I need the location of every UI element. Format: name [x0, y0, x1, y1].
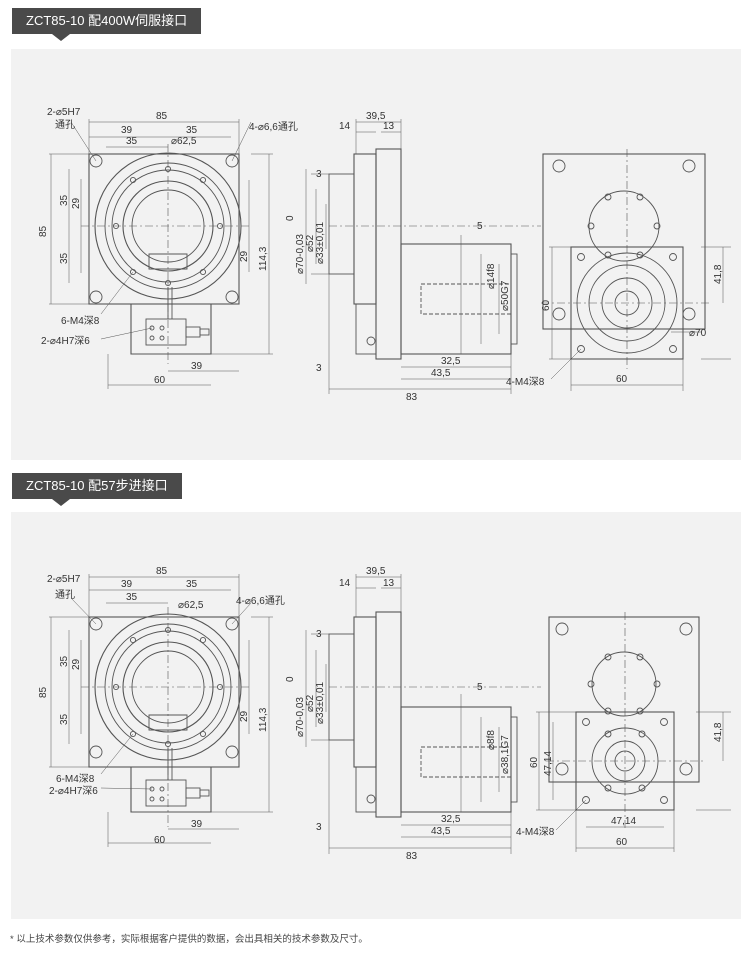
dim-39: 39 — [121, 125, 133, 136]
dim-dia-33: ⌀33±0,01 — [315, 221, 326, 264]
dim-bottom-60-2: 60 — [154, 835, 166, 846]
dim-dia-52: ⌀52 — [305, 234, 316, 252]
dim-pilot-2: ⌀38,1G7 — [500, 735, 511, 774]
dim-41-8: 41,8 — [713, 264, 724, 284]
dim-zero-2: 0 — [285, 676, 296, 682]
dim-height-85-2: 85 — [38, 686, 49, 698]
label-hole-5h7: 2-⌀5H7 — [47, 107, 81, 118]
dim-3-top-2: 3 — [316, 629, 322, 640]
dim-shaft-2: ⌀8f8 — [486, 730, 497, 750]
label-m4-6: 6-M4深8 — [61, 315, 100, 327]
front-view-2 — [49, 574, 273, 847]
dim-29-upper-2: 29 — [71, 658, 82, 670]
dim-114-3-2: 114,3 — [258, 707, 269, 732]
dim-35-right: 35 — [186, 125, 198, 136]
dim-3-bottom: 3 — [316, 363, 322, 374]
dim-47-14-horizontal: 47,14 — [611, 816, 636, 827]
label-hole-5h7-sub-2: 通孔 — [55, 589, 75, 601]
dim-dia-62-5-2: ⌀62,5 — [178, 600, 204, 611]
dim-29-lower: 29 — [239, 250, 250, 262]
dim-bottom-60: 60 — [154, 375, 166, 386]
dim-14: 14 — [339, 121, 351, 132]
dim-114-3: 114,3 — [258, 246, 269, 271]
dim-41-8-2: 41,8 — [713, 722, 724, 742]
dim-right-60-2: 60 — [529, 756, 540, 768]
dim-zero: 0 — [285, 215, 296, 221]
label-4h7-2-2: 2-⌀4H7深6 — [49, 785, 98, 797]
dim-29-lower-2: 29 — [239, 710, 250, 722]
label-hole-6-6-2: 4-⌀6,6通孔 — [236, 595, 285, 607]
side-view-2 — [305, 574, 541, 854]
dim-width-85-2: 85 — [156, 566, 168, 577]
dim-29-upper: 29 — [71, 197, 82, 209]
dim-height-85: 85 — [38, 225, 49, 237]
dim-35-upper: 35 — [59, 194, 70, 206]
dim-32-5-2: 32,5 — [441, 814, 461, 825]
dim-83-2: 83 — [406, 851, 418, 862]
drawing-panel-1: 2-⌀5H7 通孔 85 39 35 35 ⌀62,5 4-⌀6,6通孔 85 … — [11, 49, 741, 460]
leader-lines-2 — [70, 597, 587, 831]
dim-dia-70-right: ⌀70 — [689, 328, 707, 339]
dim-83: 83 — [406, 392, 418, 403]
dim-dia-70-2: ⌀70-0,03 — [295, 697, 306, 737]
right-view-2 — [536, 612, 731, 852]
dim-43-5: 43,5 — [431, 368, 451, 379]
dim-32-5: 32,5 — [441, 356, 461, 367]
dim-39-5: 39,5 — [366, 111, 386, 122]
dim-5: 5 — [477, 221, 483, 232]
label-hole-6-6: 4-⌀6,6通孔 — [249, 121, 298, 133]
front-view-1 — [49, 119, 273, 389]
dim-dia-52-2: ⌀52 — [305, 694, 316, 712]
label-m4-6-2: 6-M4深8 — [56, 773, 95, 785]
dim-dia-33-2: ⌀33±0,01 — [315, 681, 326, 724]
label-4h7-2: 2-⌀4H7深6 — [41, 335, 90, 347]
label-m4-4-2: 4-M4深8 — [516, 826, 555, 838]
dim-35-lower: 35 — [59, 252, 70, 264]
dim-35-lower-2: 35 — [59, 713, 70, 725]
dim-shaft: ⌀14f8 — [486, 263, 497, 289]
dim-39-5-2: 39,5 — [366, 566, 386, 577]
dim-right-bottom-60-2: 60 — [616, 837, 628, 848]
leader-lines-1 — [70, 121, 701, 380]
dim-47-14-vertical: 47,14 — [543, 751, 554, 776]
side-view-1 — [305, 119, 541, 394]
label-hole-5h7-2: 2-⌀5H7 — [47, 574, 81, 585]
dim-14-2: 14 — [339, 578, 351, 589]
footnote: * 以上技术参数仅供参考，实际根据客户提供的数据，会出具相关的技术参数及尺寸。 — [10, 934, 368, 945]
dim-bottom-39-2: 39 — [191, 819, 203, 830]
dim-bottom-39: 39 — [191, 361, 203, 372]
dim-39-2: 39 — [121, 579, 133, 590]
drawing-2: 2-⌀5H7 通孔 85 39 35 35 ⌀62,5 4-⌀6,6通孔 85 … — [38, 566, 731, 862]
dim-5-2: 5 — [477, 682, 483, 693]
dim-35-left: 35 — [126, 136, 138, 147]
dim-pilot: ⌀50G7 — [500, 280, 511, 311]
dim-dia-70: ⌀70-0,03 — [295, 234, 306, 274]
label-hole-5h7-sub: 通孔 — [55, 119, 75, 131]
dim-right-bottom-60: 60 — [616, 374, 628, 385]
dim-35-upper-2: 35 — [59, 655, 70, 667]
dim-3-top: 3 — [316, 169, 322, 180]
dim-3-bottom-2: 3 — [316, 822, 322, 833]
dim-dia-62-5: ⌀62,5 — [171, 136, 197, 147]
drawing-panel-2: 2-⌀5H7 通孔 85 39 35 35 ⌀62,5 4-⌀6,6通孔 85 … — [11, 512, 741, 919]
section-2-title: ZCT85-10 配57步进接口 — [12, 473, 182, 506]
dim-13-2: 13 — [383, 578, 395, 589]
dim-right-60: 60 — [541, 299, 552, 311]
dim-13: 13 — [383, 121, 395, 132]
dim-35-left-2: 35 — [126, 592, 138, 603]
right-view-1 — [541, 149, 731, 391]
dim-43-5-2: 43,5 — [431, 826, 451, 837]
section-1-title: ZCT85-10 配400W伺服接口 — [12, 8, 202, 41]
dim-35-right-2: 35 — [186, 579, 198, 590]
drawing-1: 2-⌀5H7 通孔 85 39 35 35 ⌀62,5 4-⌀6,6通孔 85 … — [38, 107, 731, 403]
dim-width-85: 85 — [156, 111, 168, 122]
label-m4-4: 4-M4深8 — [506, 376, 545, 388]
